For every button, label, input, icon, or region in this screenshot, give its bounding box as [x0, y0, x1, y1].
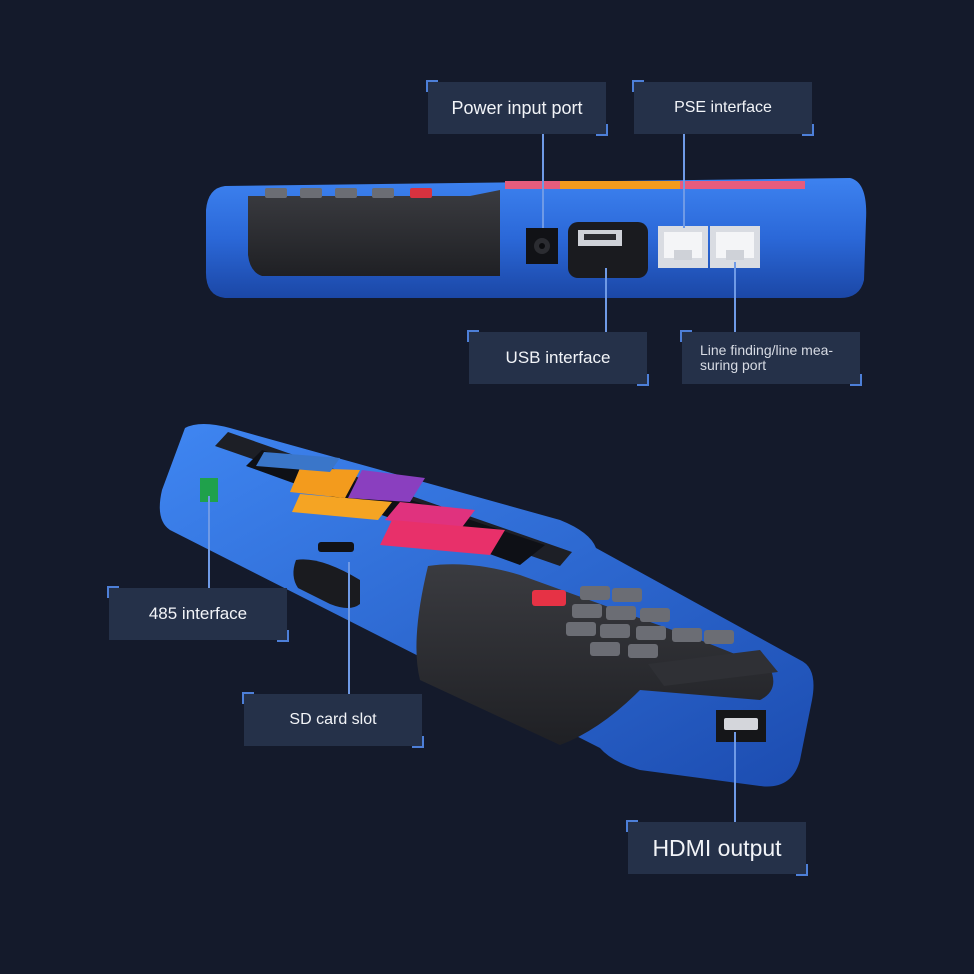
- top-device: [205, 178, 867, 298]
- line-finding-port-text: Line finding/line mea- suring port: [700, 342, 834, 373]
- pse-interface-text: PSE interface: [674, 99, 772, 116]
- leader-usb: [605, 268, 607, 332]
- leader-power: [542, 134, 544, 228]
- usb-interface-text: USB interface: [505, 348, 611, 367]
- sd-card-slot-text: SD card slot: [289, 711, 377, 728]
- rj45-port-line-finding: [710, 226, 760, 268]
- leader-sd: [348, 562, 350, 694]
- leader-hdmi: [734, 732, 736, 822]
- label-hdmi-output: HDMI output: [626, 820, 808, 876]
- hdmi-output-text: HDMI output: [652, 834, 782, 861]
- leader-line-finding: [734, 262, 736, 332]
- usb-port: [568, 222, 648, 278]
- label-usb-interface: USB interface: [467, 330, 649, 386]
- rj45-port-pse: [658, 226, 708, 268]
- label-485-interface: 485 interface: [107, 586, 289, 642]
- sd-card-slot-shape: [293, 542, 360, 608]
- bottom-device: [159, 424, 814, 787]
- hdmi-port: [716, 710, 766, 742]
- power-jack: [526, 228, 558, 264]
- label-sd-card-slot: SD card slot: [242, 692, 424, 748]
- leader-485: [208, 496, 210, 588]
- leader-pse: [683, 134, 685, 228]
- 485-interface-text: 485 interface: [148, 604, 248, 623]
- power-input-port-text: Power input port: [451, 97, 583, 118]
- label-power-input-port: Power input port: [426, 80, 608, 136]
- label-line-finding-port: Line finding/line mea- suring port: [680, 330, 862, 386]
- label-pse-interface: PSE interface: [632, 80, 814, 136]
- 485-connector: [200, 478, 218, 502]
